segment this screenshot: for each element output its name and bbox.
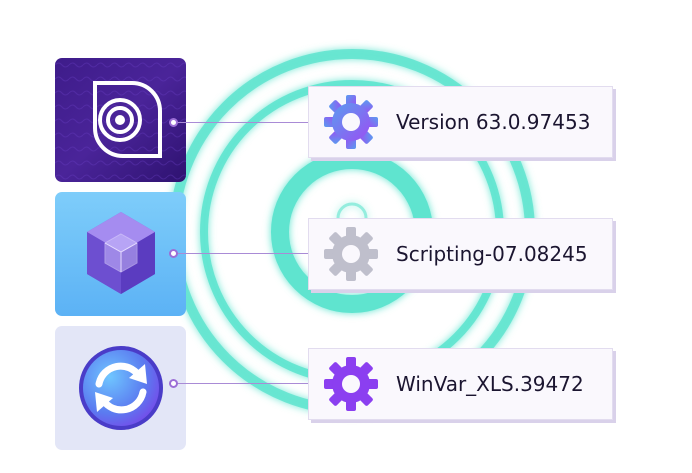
connector-dot-2 xyxy=(169,249,178,258)
connector-line-2 xyxy=(176,253,308,254)
sync-icon xyxy=(79,346,163,430)
tile-cube xyxy=(55,192,186,316)
eye-icon xyxy=(93,81,162,158)
connector-line-3 xyxy=(176,383,308,384)
cube-icon xyxy=(87,212,155,294)
version-card-1: Version 63.0.97453 xyxy=(308,86,613,158)
connector-line-1 xyxy=(176,122,308,123)
connector-dot-3 xyxy=(169,379,178,388)
tile-eye xyxy=(55,58,186,182)
purple-gear-icon xyxy=(324,357,378,411)
version-label: Version 63.0.97453 xyxy=(396,110,591,134)
version-card-2: Scripting-07.08245 xyxy=(308,218,613,290)
version-card-3: WinVar_XLS.39472 xyxy=(308,348,613,420)
scripting-label: Scripting-07.08245 xyxy=(396,242,588,266)
gray-gear-icon xyxy=(324,227,378,281)
connector-dot-1 xyxy=(169,118,178,127)
gradient-gear-icon xyxy=(324,95,378,149)
winvar-label: WinVar_XLS.39472 xyxy=(396,372,584,396)
tile-sync xyxy=(55,326,186,450)
